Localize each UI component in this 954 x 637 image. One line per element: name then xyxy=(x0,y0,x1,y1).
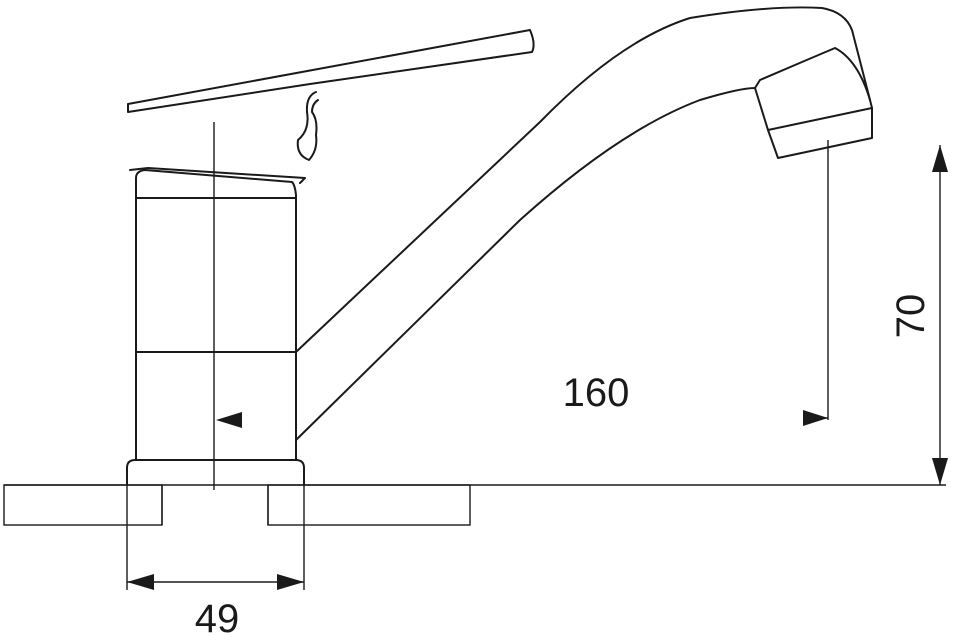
height-arrow-bottom xyxy=(932,458,948,485)
spout-reach-dimension: 160 xyxy=(216,371,828,428)
reach-arrow-left xyxy=(216,412,242,428)
base-arrow-left xyxy=(127,574,154,590)
spout-reach-label: 160 xyxy=(563,371,630,415)
spout-height-dimension: 70 xyxy=(889,145,948,485)
lever-handle xyxy=(127,29,535,113)
base-width-dimension: 49 xyxy=(127,574,304,637)
reference-lines xyxy=(126,122,829,590)
spout-upper-edge xyxy=(295,6,871,353)
height-arrow-top xyxy=(932,145,948,172)
countertop-section xyxy=(3,484,946,526)
spout-height-label: 70 xyxy=(889,294,933,339)
countertop-hatch-right xyxy=(267,484,471,526)
spout-lower-edge xyxy=(295,87,756,441)
body-cylinder xyxy=(135,169,297,461)
aerator-tip xyxy=(767,107,873,159)
lever-neck xyxy=(296,91,319,161)
reach-arrow-right xyxy=(803,410,828,426)
cartridge-cap xyxy=(129,167,306,184)
base-width-label: 49 xyxy=(195,597,240,637)
aerator-housing xyxy=(754,47,873,131)
faucet-body xyxy=(126,6,873,486)
countertop-hatch-left xyxy=(3,484,163,526)
base-arrow-right xyxy=(277,574,304,590)
base-flange xyxy=(126,459,305,486)
